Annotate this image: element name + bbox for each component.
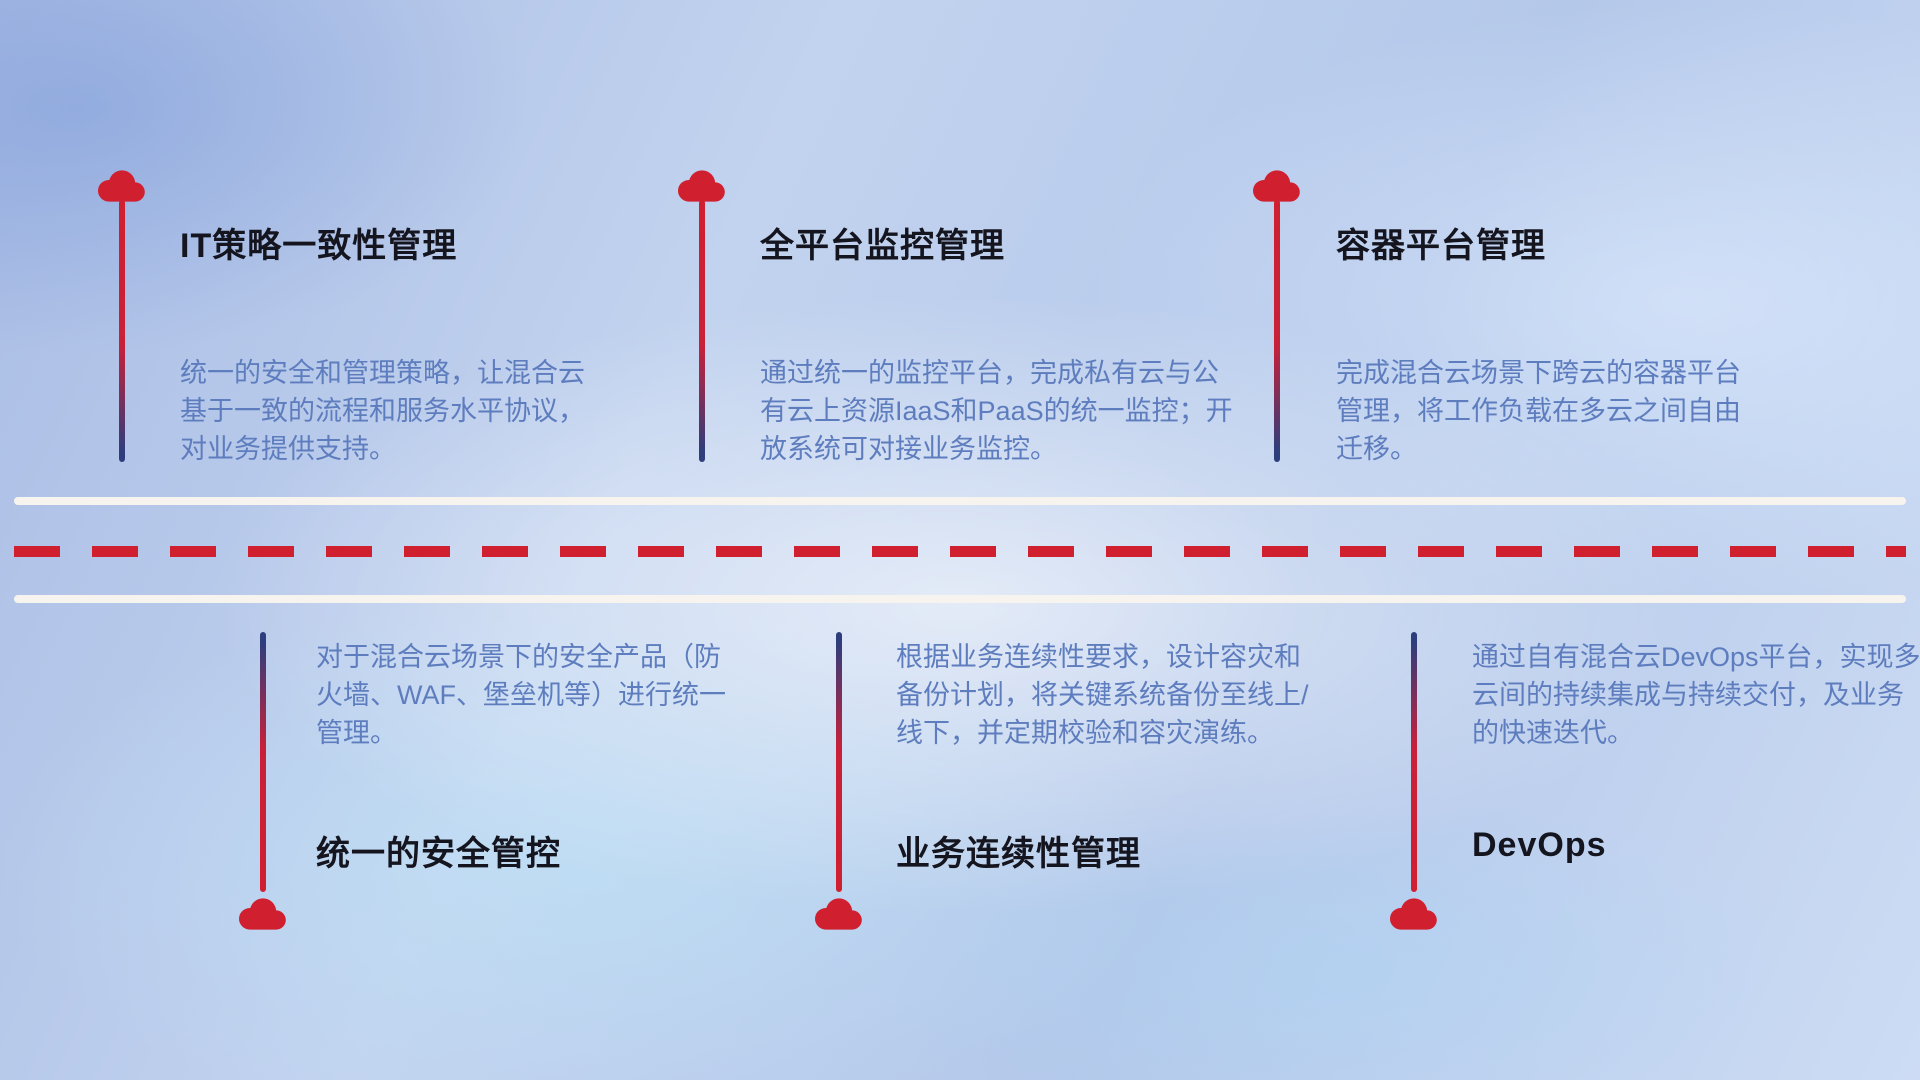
road-line-top [14, 497, 1906, 505]
timeline-connector [260, 632, 266, 892]
bottom-item-title: 统一的安全管控 [316, 835, 561, 873]
top-item-title: IT策略一致性管理 [180, 227, 458, 265]
timeline-connector [119, 200, 125, 462]
bottom-item-title: 业务连续性管理 [896, 835, 1141, 873]
top-item-description: 完成混合云场景下跨云的容器平台管理，将工作负载在多云之间自由迁移。 [1336, 358, 1741, 464]
timeline-connector [1274, 200, 1280, 462]
top-item-description: 通过统一的监控平台，完成私有云与公有云上资源IaaS和PaaS的统一监控；开放系… [760, 358, 1233, 464]
top-item-title: 容器平台管理 [1336, 227, 1546, 265]
timeline-connector [699, 200, 705, 462]
cloud-icon [93, 168, 151, 204]
cloud-icon [1385, 896, 1443, 932]
cloud-icon [810, 896, 868, 932]
road-line-bottom [14, 595, 1906, 603]
timeline-connector [1411, 632, 1417, 892]
top-item-title: 全平台监控管理 [760, 227, 1005, 265]
cloud-icon [234, 896, 292, 932]
bottom-item-description: 根据业务连续性要求，设计容灾和备份计划，将关键系统备份至线上/线下，并定期校验和… [896, 642, 1309, 748]
cloud-icon [673, 168, 731, 204]
road-dashed-center-line [14, 546, 1906, 557]
timeline-connector [836, 632, 842, 892]
cloud-icon [1248, 168, 1306, 204]
bottom-item-description: 通过自有混合云DevOps平台，实现多云间的持续集成与持续交付，及业务的快速迭代… [1472, 642, 1920, 748]
top-item-description: 统一的安全和管理策略，让混合云基于一致的流程和服务水平协议，对业务提供支持。 [180, 358, 585, 464]
bottom-item-title: DevOps [1472, 826, 1607, 864]
bottom-item-description: 对于混合云场景下的安全产品（防火墙、WAF、堡垒机等）进行统一管理。 [316, 642, 726, 748]
